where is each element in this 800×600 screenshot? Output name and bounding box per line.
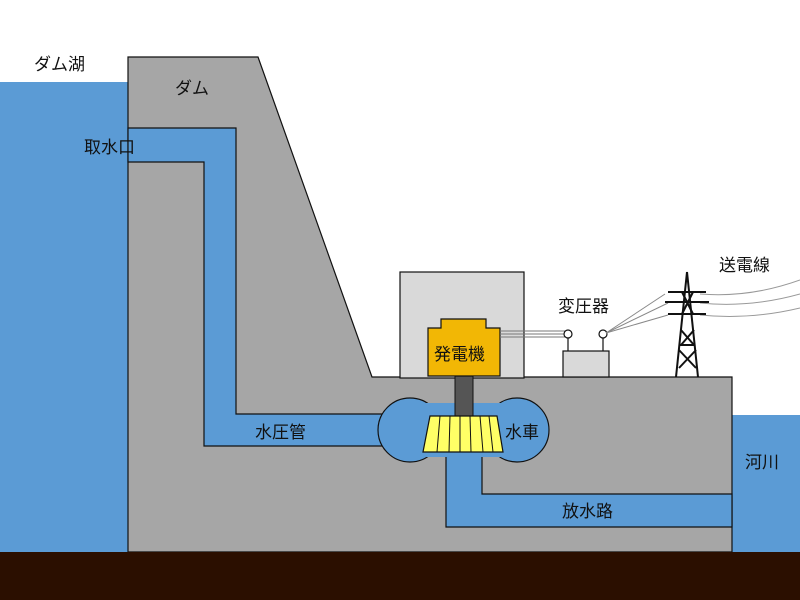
intake-label: 取水口 xyxy=(84,138,135,158)
reservoir-water xyxy=(0,82,130,552)
generator-label: 発電機 xyxy=(434,345,485,365)
transformer-to-tower-lines xyxy=(605,293,669,334)
turbine-label: 水車 xyxy=(505,423,539,443)
turbine-icon xyxy=(422,415,504,453)
generator-icon xyxy=(427,318,501,377)
dam-label: ダム xyxy=(175,79,209,99)
transformer-label: 変圧器 xyxy=(558,297,609,317)
power-lines-label: 送電線 xyxy=(719,256,770,276)
tailrace-label: 放水路 xyxy=(562,502,613,522)
river-label: 河川 xyxy=(745,453,779,473)
transmission-tower-icon xyxy=(665,271,709,378)
transformer-icon xyxy=(562,329,610,378)
penstock-label: 水圧管 xyxy=(255,423,306,443)
reservoir-label: ダム湖 xyxy=(34,55,85,75)
turbine-shaft xyxy=(454,375,474,419)
river-water xyxy=(732,415,800,552)
generator-cables xyxy=(500,330,566,338)
power-lines xyxy=(699,279,800,317)
ground xyxy=(0,552,800,600)
